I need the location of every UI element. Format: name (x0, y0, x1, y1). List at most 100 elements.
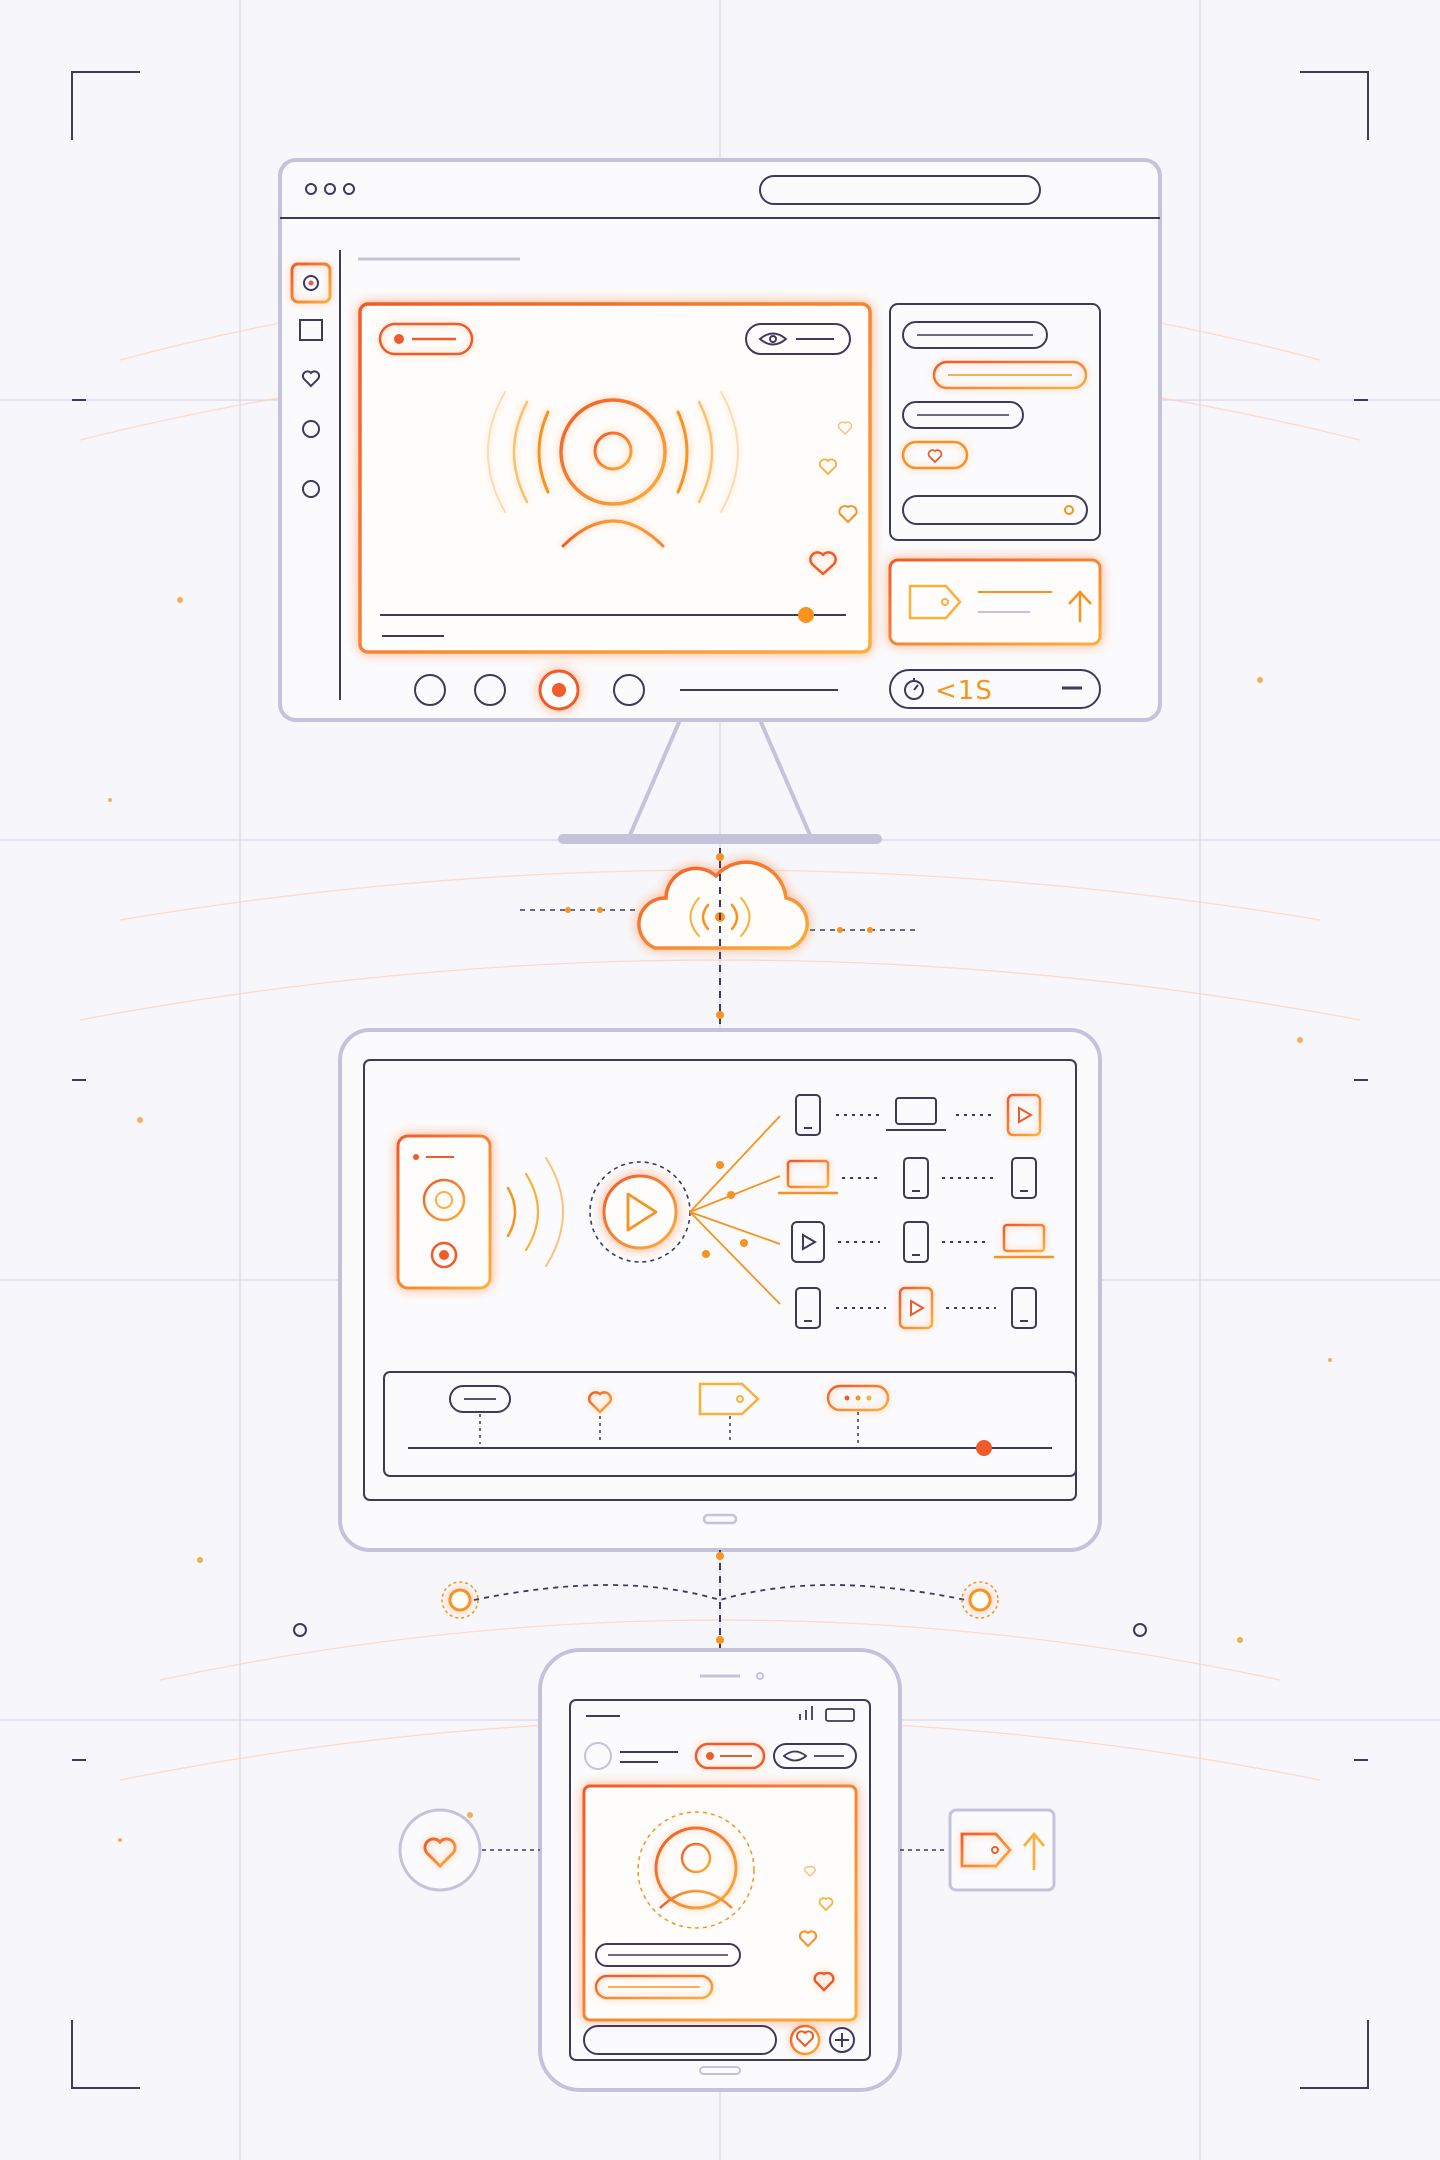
control-button[interactable] (414, 674, 446, 706)
monitor-base (558, 834, 882, 844)
phone-icon (903, 1221, 929, 1263)
live-badge (694, 1742, 766, 1770)
timeline-marker-chat[interactable] (449, 1385, 511, 1413)
engagement-timeline (383, 1371, 1077, 1477)
avatar-icon (654, 1826, 738, 1910)
heart-icon (837, 421, 853, 435)
tablet-screen (363, 1059, 1077, 1501)
phone-icon (795, 1287, 821, 1329)
heart-icon (927, 449, 943, 464)
timeline-marker-more[interactable] (826, 1384, 890, 1412)
mobile-video-player[interactable] (582, 1784, 858, 2022)
window-controls[interactable] (305, 183, 355, 195)
frame-corners (71, 71, 1369, 2089)
phone-icon (903, 1157, 929, 1199)
add-button[interactable] (829, 2027, 855, 2053)
mobile-home-indicator[interactable] (699, 2066, 741, 2075)
floating-hearts (809, 421, 858, 576)
laptop-icon (786, 1159, 830, 1189)
cloud-relay (520, 848, 915, 1047)
chat-reaction (901, 440, 969, 470)
phone-icon (1011, 1157, 1037, 1199)
broadcaster-icon (487, 391, 739, 548)
chat-message-highlight (932, 360, 1088, 390)
video-progress-handle[interactable] (798, 607, 814, 623)
live-badge (378, 322, 474, 356)
mobile-chat-input[interactable] (583, 2025, 777, 2055)
arrow-up-icon (1068, 590, 1092, 622)
send-icon[interactable] (1064, 505, 1074, 515)
latency-label: <1S (935, 676, 993, 706)
laptop-icon (895, 1097, 937, 1125)
cloud-icon (637, 860, 809, 950)
boost-badge (900, 1808, 1056, 1892)
control-button[interactable] (613, 674, 645, 706)
heart-icon (795, 2030, 815, 2048)
player-controls (414, 669, 838, 711)
window-dot-minimize[interactable] (324, 183, 336, 195)
mobile-phone (538, 1648, 902, 2092)
viewer-devices (778, 1093, 1054, 1330)
chat-message (902, 321, 1048, 349)
play-tile (791, 1221, 825, 1263)
play-tile (898, 1286, 934, 1330)
viewers-badge (773, 1743, 857, 1769)
heart-icon (804, 1865, 816, 1878)
control-button[interactable] (474, 674, 506, 706)
window-dot-close[interactable] (305, 183, 317, 195)
square-icon[interactable] (299, 319, 323, 341)
chat-input[interactable] (902, 495, 1088, 525)
signal-waves (506, 1157, 564, 1267)
play-tile (1006, 1093, 1042, 1137)
record-icon (303, 275, 319, 291)
latency-pill: <1S (889, 669, 1101, 709)
source-phone (396, 1134, 492, 1290)
heart-icon[interactable] (301, 370, 321, 388)
timeline-handle[interactable] (976, 1440, 992, 1456)
window-dot-maximize[interactable] (343, 183, 355, 195)
like-button[interactable] (789, 2024, 821, 2056)
eye-icon (758, 332, 788, 346)
address-bar[interactable] (759, 175, 1041, 205)
heart-icon (798, 1930, 818, 1948)
decorative-dots (108, 597, 1332, 1842)
chat-message-highlight (594, 1974, 714, 2000)
video-player[interactable] (358, 302, 872, 654)
heart-icon (819, 458, 837, 475)
phone-icon (1011, 1287, 1037, 1329)
tag-boost-card[interactable] (888, 558, 1102, 646)
reaction-badge (398, 1808, 540, 1892)
tag-icon (960, 1832, 1012, 1868)
monitor-stand (628, 719, 812, 836)
tablet-home-button[interactable] (702, 1513, 738, 1525)
chat-message (595, 1943, 741, 1967)
tag-icon (908, 584, 962, 620)
laptop-icon (1002, 1223, 1046, 1253)
eye-icon (782, 1750, 808, 1762)
phone-icon (795, 1094, 821, 1136)
sidebar (290, 262, 332, 498)
heart-icon (838, 505, 858, 523)
plus-icon (835, 2033, 849, 2047)
heart-icon (813, 1971, 835, 1992)
desktop-monitor: <1S (278, 158, 1162, 844)
floating-hearts (798, 1865, 835, 1992)
sidebar-item-live[interactable] (290, 262, 332, 304)
play-icon (626, 1192, 658, 1232)
heart-icon[interactable] (587, 1391, 613, 1414)
tag-icon[interactable] (698, 1382, 760, 1416)
circle-icon[interactable] (302, 420, 320, 438)
signal-icon (799, 1706, 813, 1720)
avatar[interactable] (584, 1742, 612, 1770)
play-button[interactable] (602, 1174, 678, 1250)
circle-icon[interactable] (302, 480, 320, 498)
chat-panel (889, 303, 1101, 541)
battery-icon (825, 1708, 855, 1722)
heart-icon (818, 1897, 834, 1912)
tablet-device (338, 1028, 1102, 1552)
heart-icon (809, 551, 837, 576)
chat-message (902, 401, 1024, 429)
heart-icon (423, 1837, 457, 1869)
distribution-lines (689, 1115, 781, 1305)
